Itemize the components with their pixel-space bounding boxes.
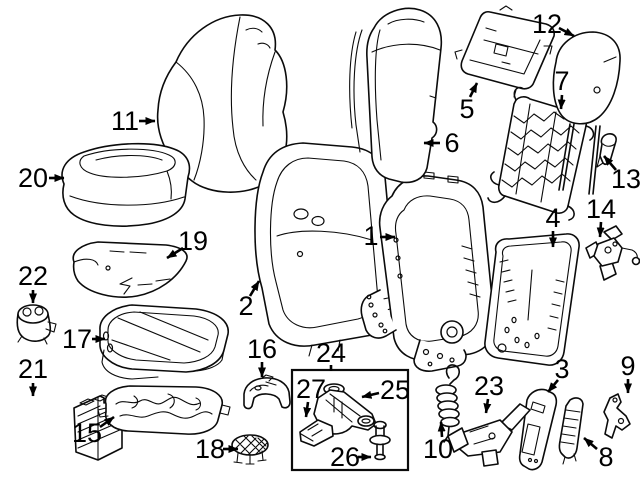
callout-25: 25 [361, 375, 410, 405]
callout-number-26: 26 [330, 442, 360, 472]
callout-number-16: 16 [247, 334, 277, 364]
callout-number-14: 14 [586, 194, 616, 224]
part-6-seat-back-panel [349, 7, 443, 184]
callout-arrow-10 [437, 421, 446, 438]
callout-number-21: 21 [18, 354, 48, 384]
callout-10: 10 [423, 421, 453, 464]
callout-arrow-13 [603, 155, 617, 171]
part-4-back-panel [484, 233, 580, 366]
part-26-rivet-pin [369, 420, 391, 461]
part-18-mesh-cap [231, 434, 269, 465]
part-8-rib-trim [558, 397, 584, 465]
part-16-bracket-cover [243, 374, 291, 410]
callout-11: 11 [111, 106, 156, 136]
part-12-headrest [552, 31, 621, 195]
callout-arrow-3 [547, 379, 559, 393]
callout-5: 5 [459, 82, 479, 124]
callout-number-17: 17 [62, 324, 92, 354]
callout-9: 9 [620, 351, 636, 394]
part-22-blower-motor [16, 304, 57, 345]
callout-14: 14 [586, 194, 616, 238]
callout-number-12: 12 [532, 9, 562, 39]
callout-arrow-15 [99, 415, 115, 429]
callout-arrow-7 [557, 94, 566, 110]
callout-number-8: 8 [598, 442, 613, 472]
callout-arrow-12 [558, 26, 575, 38]
callout-number-18: 18 [195, 434, 225, 464]
part-27-clip [299, 419, 334, 447]
part-20-seat-cushion [61, 142, 191, 227]
callout-6: 6 [423, 128, 460, 158]
callout-24: 24 [316, 338, 346, 371]
callout-1: 1 [363, 221, 396, 251]
callout-13: 13 [603, 155, 640, 194]
callout-12: 12 [532, 9, 575, 39]
callout-number-10: 10 [423, 434, 453, 464]
callout-arrow-2 [248, 280, 261, 297]
part-5-mounting-panel [454, 5, 555, 98]
callout-number-6: 6 [444, 128, 459, 158]
callout-arrow-25 [361, 390, 380, 399]
part-15-spring-mat [97, 385, 231, 435]
callout-number-27: 27 [296, 374, 326, 404]
callout-number-15: 15 [72, 418, 102, 448]
callout-arrow-5 [468, 82, 479, 98]
callout-number-2: 2 [238, 291, 253, 321]
part-19-cushion-pad [72, 241, 188, 298]
part-9-bracket [603, 393, 631, 439]
callout-arrow-19 [166, 246, 184, 260]
callout-17: 17 [62, 324, 106, 354]
callout-number-24: 24 [316, 338, 346, 368]
callout-number-20: 20 [18, 163, 48, 193]
callout-number-3: 3 [554, 354, 569, 384]
callout-arrow-27 [303, 401, 312, 418]
callout-number-25: 25 [380, 375, 410, 405]
callout-27: 27 [296, 374, 326, 418]
callout-number-22: 22 [18, 261, 48, 291]
callout-19: 19 [166, 226, 208, 260]
callout-2: 2 [238, 280, 261, 321]
callout-4: 4 [545, 203, 561, 248]
callout-arrow-8 [583, 437, 598, 450]
callout-26: 26 [330, 442, 372, 472]
callout-7: 7 [554, 66, 570, 110]
part-17-cushion-frame [99, 304, 229, 380]
part-25-bracket [313, 383, 377, 435]
callout-arrow-14 [596, 221, 605, 238]
callout-16: 16 [247, 334, 277, 378]
callout-number-11: 11 [111, 106, 139, 136]
callout-20: 20 [18, 163, 65, 193]
callout-number-4: 4 [545, 203, 560, 233]
callout-number-5: 5 [459, 94, 474, 124]
kit-box-outline [290, 368, 410, 472]
group-24-hardware-kit [290, 368, 410, 472]
callout-23: 23 [474, 371, 504, 414]
callout-21: 21 [18, 354, 48, 397]
callout-15: 15 [72, 415, 115, 448]
callout-number-1: 1 [363, 221, 378, 251]
part-1-seat-back-frame [360, 171, 496, 372]
callout-arrow-23 [483, 398, 492, 414]
part-14-latch-mechanism [585, 225, 640, 281]
callout-number-19: 19 [178, 226, 208, 256]
part-23-buckle-mechanism [447, 403, 531, 467]
callout-8: 8 [583, 437, 614, 472]
callout-number-23: 23 [474, 371, 504, 401]
callout-22: 22 [18, 261, 48, 304]
callout-number-7: 7 [554, 66, 569, 96]
callout-3: 3 [547, 354, 570, 393]
callout-number-9: 9 [620, 351, 635, 381]
callout-18: 18 [195, 434, 239, 464]
